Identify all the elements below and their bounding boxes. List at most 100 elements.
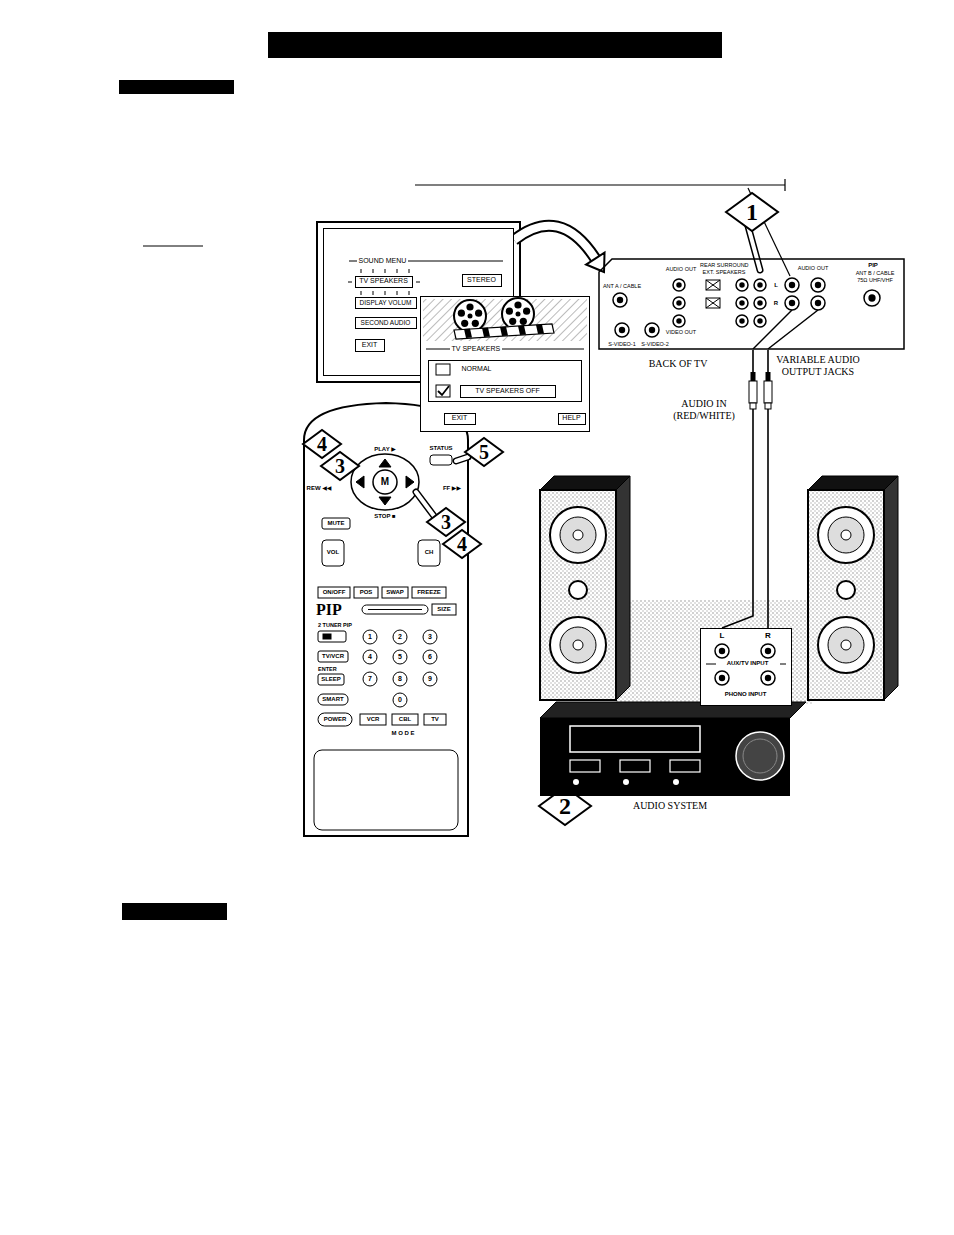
callout-number: 3 (431, 510, 461, 534)
remote-button-label: POWER (318, 716, 352, 723)
jack-label: R (772, 300, 780, 307)
audio-receiver: AUDIO SYSTEM (540, 718, 790, 796)
remote-button-label: SWAP (382, 589, 408, 596)
remote-button-label: 9 (423, 675, 437, 683)
remote-button-label: MUTE (322, 520, 350, 527)
remote-button-label: 2 TUNER PIP (318, 622, 368, 629)
remote-button-label: SIZE (432, 606, 456, 613)
node-text: SECOND AUDIO (356, 319, 416, 327)
remote-button-label: REW ◀◀ (305, 485, 333, 492)
remote-button-label: SMART (318, 696, 348, 703)
callout-number: 1 (737, 198, 767, 227)
menu-button: TV SPEAKERS (355, 276, 413, 288)
remote-button-label: 5 (393, 653, 407, 661)
section-tag (119, 80, 234, 94)
jack-label: S-VIDEO-1 (606, 341, 638, 348)
menu-button: STEREO (462, 274, 502, 287)
jack-label: ANT A / CABLE (598, 283, 646, 290)
node-text: AUX/TV INPUT (716, 660, 780, 667)
audio-cable (722, 350, 753, 628)
menu-button: EXIT (444, 413, 476, 425)
node-text: HELP (559, 414, 585, 422)
input-panel: AUX/TV INPUT PHONO INPUT (700, 628, 792, 706)
remote-button-label: FF ▶▶ (438, 485, 466, 492)
node-text: NORMAL (462, 365, 492, 373)
remote-button-label: SLEEP (318, 676, 344, 683)
node-text: EXIT (356, 341, 384, 349)
remote-button-label: VCR (360, 716, 386, 723)
remote-button-label: 4 (363, 653, 377, 661)
remote-control (304, 403, 468, 836)
callout-number: 4 (307, 432, 337, 456)
jack-label: 75Ω UHF/VHF (851, 277, 899, 284)
remote-button-label: PIP (316, 600, 358, 619)
node-text: PHONO INPUT (716, 691, 776, 698)
jack-label: PIP (858, 262, 888, 269)
speaker (540, 476, 630, 700)
node-text: AUDIO SYSTEM (610, 800, 730, 812)
arrow-outline (514, 226, 595, 259)
arrow-body (514, 226, 595, 259)
node-text: DISPLAY VOLUM (356, 299, 416, 307)
remote-button-label: TV (424, 716, 446, 723)
node-text: BACK OF TV (638, 358, 718, 370)
jack-label: R (764, 631, 772, 641)
jack-label: VARIABLE AUDIO OUTPUT JACKS (776, 354, 860, 377)
callout-number: 4 (447, 532, 477, 556)
node-text: STEREO (463, 276, 501, 284)
callout-number: 2 (550, 792, 580, 821)
speaker (808, 476, 898, 700)
remote-button-label: 0 (393, 696, 407, 704)
remote-button-label: M O D E (360, 730, 446, 737)
remote-button-label: 2 (393, 633, 407, 641)
rca-plug (764, 372, 772, 409)
popup-menu: TV SPEAKERS NORMAL TV SPEAKERS OFF EXIT HELP (420, 296, 590, 432)
remote-button-label: 3 (423, 633, 437, 641)
connector (722, 350, 753, 628)
remote-button-label: ENTER (318, 666, 344, 673)
jack-label: REAR SURROUND (700, 262, 748, 269)
rule (143, 246, 203, 247)
remote-button-label: ON/OFF (318, 589, 350, 596)
jack-label: L (772, 282, 780, 289)
jack-label: EXT. SPEAKERS (700, 269, 748, 276)
remote-button-label: VOL (322, 549, 344, 556)
remote-button-label: 6 (423, 653, 437, 661)
pointing-finger (416, 226, 760, 796)
remote-button-label: CH (418, 549, 440, 556)
title-bar (268, 32, 722, 58)
jack-label: AUDIO OUT (796, 265, 830, 272)
remote-button-label: 8 (393, 675, 407, 683)
node-text: TV SPEAKERS OFF (461, 387, 555, 395)
remote-button-label: 1 (363, 633, 377, 641)
jack-label: L (718, 631, 726, 641)
rca-plug (749, 372, 757, 409)
menu-button: HELP (558, 413, 586, 425)
option-button: TV SPEAKERS OFF (460, 385, 556, 398)
menu-button: DISPLAY VOLUM (355, 297, 417, 309)
jack-label: AUDIO IN (RED/WHITE) (666, 398, 742, 421)
callout-number: 5 (469, 440, 499, 464)
node-text: EXIT (445, 414, 475, 422)
section-tag (122, 903, 227, 920)
menu-button: EXIT (355, 339, 385, 352)
remote-button-label: PLAY ▶ (367, 446, 403, 453)
menu-button: SECOND AUDIO (355, 317, 417, 329)
remote-button-label: 7 (363, 675, 377, 683)
remote-button-label: FREEZE (412, 589, 446, 596)
node-text: TV SPEAKERS (356, 277, 412, 285)
node-text: TV SPEAKERS (450, 345, 503, 353)
jack-label: AUDIO OUT (664, 266, 698, 273)
remote-button-label: STOP ■ (367, 513, 403, 520)
remote-button-label: CBL (392, 716, 418, 723)
jack-label: VIDEO OUT (664, 329, 698, 336)
remote-button-label: POS (354, 589, 378, 596)
jack-label: ANT B / CABLE (851, 270, 899, 277)
callout-number: 3 (325, 454, 355, 478)
remote-button-label: M (378, 476, 392, 488)
remote-button-label: TV/VCR (318, 653, 348, 660)
